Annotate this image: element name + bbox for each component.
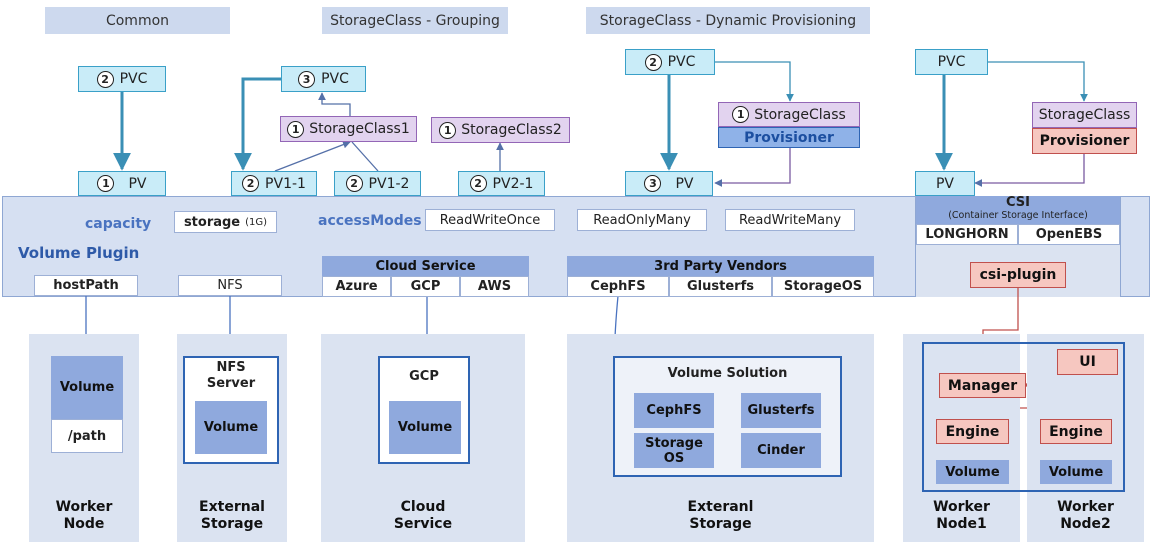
cephfs-plugin: CephFS <box>567 276 669 297</box>
csi-storageclass: StorageClass <box>1032 102 1137 128</box>
csi-pv: PV <box>915 171 975 196</box>
gcp-title: GCP <box>409 369 439 384</box>
header-common: Common <box>45 7 230 34</box>
storageos-plugin: StorageOS <box>772 276 874 297</box>
csi-title: CSI (Container Storage Interface) <box>916 196 1120 224</box>
azure-plugin: Azure <box>322 276 391 297</box>
step-number: 2 <box>242 175 260 192</box>
pv1-1-label: PV1-1 <box>265 175 306 192</box>
csi-pvc: PVC <box>915 49 988 75</box>
worker-volume: Volume <box>51 356 123 419</box>
pvc-label: PVC <box>667 54 696 70</box>
openebs-plugin: OpenEBS <box>1018 224 1120 245</box>
storageclass2-label: StorageClass2 <box>461 122 562 138</box>
longhorn-engine2: Engine <box>1040 419 1112 444</box>
pv1-2-label: PV1-2 <box>368 175 410 192</box>
worker-node1-label: Worker Node1 <box>933 499 990 532</box>
worker-node-label: Worker Node <box>55 499 113 532</box>
glusterfs-plugin: Glusterfs <box>669 276 772 297</box>
csi-title-text: CSI <box>1006 195 1030 210</box>
pvc-label: PVC <box>119 71 148 87</box>
pv2-1-label: PV2-1 <box>492 175 534 192</box>
solution-glusterfs: Glusterfs <box>741 393 821 428</box>
pvc-label: PVC <box>321 71 349 87</box>
dynamic-pvc: 2 PVC <box>625 49 715 75</box>
csi-plugin: csi-plugin <box>970 262 1066 288</box>
storage-field: storage (1G) <box>174 211 277 233</box>
volume-solution-title: Volume Solution <box>667 366 788 381</box>
step-number: 2 <box>469 175 487 192</box>
longhorn-volume1: Volume <box>936 460 1009 484</box>
pv1-1: 2 PV1-1 <box>231 171 317 196</box>
vendors-title: 3rd Party Vendors <box>567 256 874 276</box>
nfs-plugin: NFS <box>178 275 282 296</box>
common-pv: 1 PV <box>78 171 166 196</box>
step-number: 2 <box>345 175 363 192</box>
step-number: 1 <box>287 120 305 138</box>
step-number: 1 <box>439 121 457 139</box>
dynamic-storageclass: 1 StorageClass <box>718 102 860 127</box>
step-number: 3 <box>644 175 662 192</box>
storage-size: (1G) <box>245 216 268 228</box>
worker-path: /path <box>51 419 123 453</box>
longhorn-volume2: Volume <box>1040 460 1112 484</box>
storage-label: storage <box>183 214 241 230</box>
header-dynamic: StorageClass - Dynamic Provisioning <box>586 7 870 34</box>
step-number: 1 <box>97 175 115 192</box>
grouping-pvc: 3 PVC <box>281 66 366 92</box>
gcp-plugin: GCP <box>391 276 460 297</box>
mode-readwritemany: ReadWriteMany <box>725 209 855 231</box>
pv-label: PV <box>128 175 147 192</box>
nfs-volume: Volume <box>195 401 267 454</box>
solution-cephfs: CephFS <box>634 393 714 428</box>
cloud-service-title: Cloud Service <box>322 256 529 276</box>
cloud-service-label: Cloud Service <box>393 499 453 532</box>
dynamic-provisioner: Provisioner <box>718 127 860 148</box>
access-modes-label: accessModes <box>318 213 422 229</box>
hostpath-plugin: hostPath <box>34 275 138 296</box>
gcp-volume: Volume <box>389 401 461 454</box>
csi-subtitle: (Container Storage Interface) <box>948 210 1088 221</box>
worker-node2-label: Worker Node2 <box>1057 499 1114 532</box>
mode-readonlymany: ReadOnlyMany <box>577 209 707 231</box>
longhorn-engine1: Engine <box>936 419 1009 444</box>
longhorn-box <box>922 342 1125 492</box>
longhorn-ui: UI <box>1057 349 1118 375</box>
longhorn-manager: Manager <box>939 373 1026 398</box>
storageclass2: 1 StorageClass2 <box>431 117 570 143</box>
aws-plugin: AWS <box>460 276 529 297</box>
header-grouping: StorageClass - Grouping <box>322 7 508 34</box>
external-storage-label: External Storage <box>199 499 265 532</box>
solution-storageos: Storage OS <box>634 433 714 468</box>
pv-label: PV <box>675 175 694 192</box>
step-number: 1 <box>732 106 750 123</box>
capacity-label: capacity <box>85 216 152 232</box>
storageclass1-label: StorageClass1 <box>309 121 410 137</box>
pv2-1: 2 PV2-1 <box>458 171 545 196</box>
dynamic-pv: 3 PV <box>625 171 713 196</box>
pv1-2: 2 PV1-2 <box>334 171 421 196</box>
storageclass1: 1 StorageClass1 <box>280 116 417 142</box>
longhorn-plugin: LONGHORN <box>916 224 1018 245</box>
step-number: 2 <box>96 70 114 88</box>
solution-cinder: Cinder <box>741 433 821 468</box>
storageclass-label: StorageClass <box>754 106 846 123</box>
vendor-storage-label: Exteranl Storage <box>687 499 754 532</box>
nfs-server-label: NFS Server <box>206 360 256 391</box>
volume-plugin-label: Volume Plugin <box>18 244 140 262</box>
common-pvc: 2 PVC <box>78 66 166 92</box>
step-number: 2 <box>644 53 662 71</box>
mode-readwriteonce: ReadWriteOnce <box>425 209 555 231</box>
step-number: 3 <box>298 70 316 88</box>
csi-provisioner: Provisioner <box>1032 128 1137 154</box>
